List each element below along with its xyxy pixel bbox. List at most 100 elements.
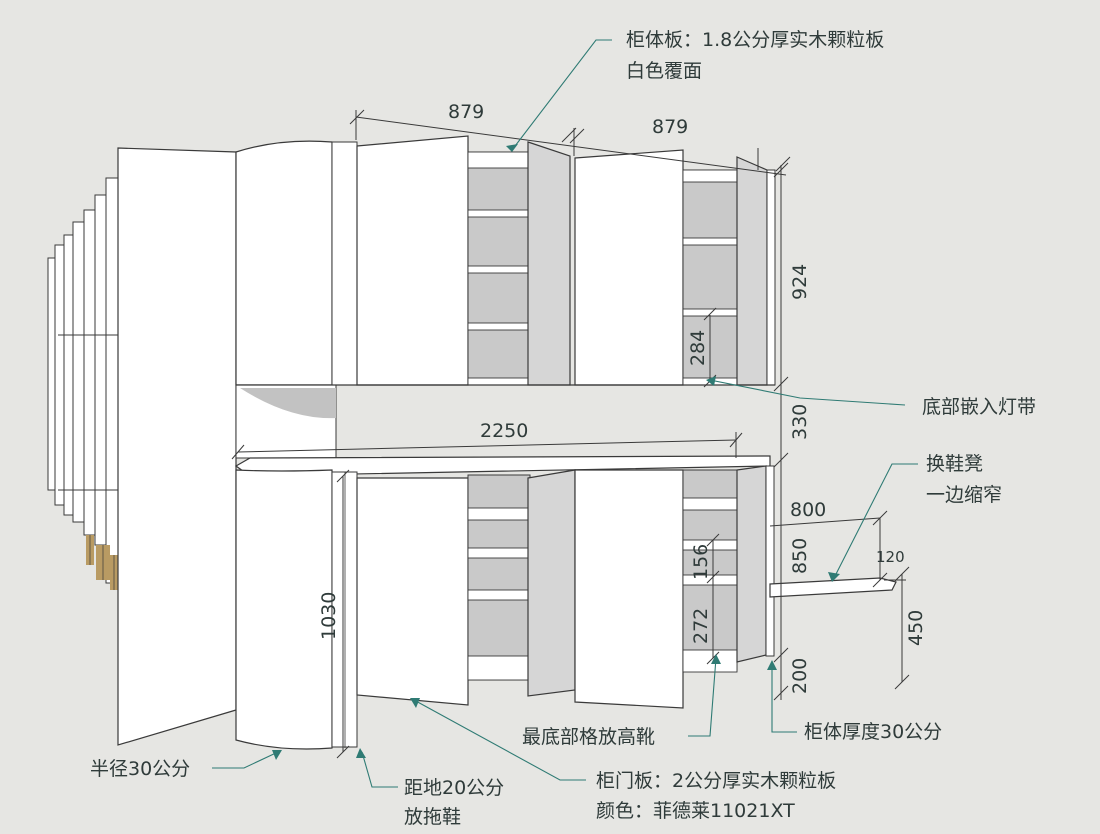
leader-depth <box>771 664 797 733</box>
arrow-head <box>711 654 721 664</box>
arrow-head <box>706 376 716 386</box>
shelf <box>682 308 738 317</box>
shoe-bench <box>769 577 897 598</box>
callout-door-line2: 颜色：菲德莱11021XT <box>596 800 795 822</box>
shelf <box>467 265 531 274</box>
dim-gap-height: 330 <box>789 404 811 440</box>
annotation-leaders <box>212 39 918 788</box>
upper-open-door-right <box>736 156 768 386</box>
callout-led-strip: 底部嵌入灯带 <box>922 396 1036 418</box>
arrow-head <box>828 572 840 582</box>
dim-tick <box>231 444 245 460</box>
upper-corner-side <box>331 141 358 386</box>
dim-tick <box>773 452 789 468</box>
upper-side-panel <box>766 169 776 386</box>
wood-edge-stripes <box>89 535 115 590</box>
dim-line-bench-width <box>769 517 881 527</box>
dim-tick <box>872 572 888 588</box>
left-panel-stack <box>47 177 121 584</box>
dim-upper-left-width: 879 <box>448 101 484 123</box>
dim-tick <box>894 566 910 582</box>
shelf <box>467 655 531 681</box>
leader-door <box>413 699 586 781</box>
dim-lower-shelf-a: 156 <box>690 544 712 580</box>
dim-tick <box>706 570 720 584</box>
callout-boots: 最底部格放高靴 <box>522 726 655 748</box>
dim-tick <box>706 651 720 665</box>
dim-tick <box>349 109 365 125</box>
callout-floor-line2: 放拖鞋 <box>404 806 461 828</box>
dim-tick <box>773 162 789 178</box>
lower-side-panel <box>765 465 775 657</box>
dim-tick <box>336 469 350 483</box>
arrow-head <box>767 660 777 670</box>
dim-lower-height: 850 <box>789 538 811 574</box>
dim-upper-height: 924 <box>789 264 811 300</box>
leader-radius <box>212 751 279 769</box>
shelf <box>467 589 531 601</box>
dim-plinth: 200 <box>789 658 811 694</box>
shelf <box>467 377 531 386</box>
dim-upper-right-width: 879 <box>652 116 688 138</box>
upper-center-door <box>574 149 684 386</box>
shelf <box>682 237 738 246</box>
arrow-head <box>356 748 366 758</box>
dim-inner-shelf: 284 <box>687 330 709 366</box>
leader-led <box>709 379 906 406</box>
dim-tick <box>569 128 585 144</box>
leader-floor <box>361 751 398 788</box>
callout-floor-line1: 距地20公分 <box>404 777 504 799</box>
left-tall-door <box>117 147 237 746</box>
dim-tick <box>773 376 789 392</box>
callout-radius: 半径30公分 <box>90 758 190 780</box>
dim-tick <box>706 533 720 547</box>
dim-lower-shelf-b: 272 <box>690 608 712 644</box>
callout-bench-line2: 一边缩窄 <box>926 484 1002 506</box>
lower-left-door <box>356 477 469 706</box>
lower-corner-side <box>331 471 358 748</box>
shelf <box>467 547 531 559</box>
gap-shadow-fill <box>240 388 336 419</box>
leader-arrows <box>272 144 840 760</box>
shelf <box>467 507 531 521</box>
lower-center-door <box>574 469 684 709</box>
dim-total-width: 2250 <box>480 420 528 442</box>
dim-tick <box>894 674 910 690</box>
callout-door-line1: 柜门板：2公分厚实木颗粒板 <box>596 770 836 792</box>
dimension-lines <box>231 109 910 759</box>
lower-left-interior <box>467 474 531 681</box>
lower-left-shelves <box>467 507 531 681</box>
shelf <box>467 322 531 331</box>
lower-open-door-right <box>736 465 767 663</box>
dim-bench-height: 450 <box>905 610 927 646</box>
lower-open-door-left <box>527 469 576 697</box>
callout-bench-line1: 换鞋凳 <box>926 453 983 475</box>
upper-left-door <box>356 135 469 386</box>
arrow-head <box>506 144 518 152</box>
shelf <box>467 151 531 169</box>
shelf <box>467 209 531 218</box>
dim-bench-width: 800 <box>790 499 826 521</box>
dim-tick <box>775 156 791 172</box>
leader-boots <box>688 657 717 737</box>
lower-curved-corner <box>235 469 333 750</box>
dim-tick <box>773 685 789 701</box>
upper-curved-corner <box>235 140 333 386</box>
dim-left-height: 1030 <box>318 592 340 640</box>
dim-tick <box>773 647 789 663</box>
callout-board-line1: 柜体板：1.8公分厚实木颗粒板 <box>626 29 884 51</box>
arrow-head <box>410 698 420 708</box>
shelf <box>682 169 738 183</box>
dim-line-upper-width <box>355 116 787 176</box>
dim-tick <box>703 307 717 321</box>
callout-board-line2: 白色覆面 <box>626 60 702 82</box>
callout-cabinet-depth: 柜体厚度30公分 <box>804 721 942 743</box>
upper-open-door-left <box>527 141 571 386</box>
shelf <box>682 497 738 511</box>
dim-bench-step: 120 <box>876 548 905 566</box>
arrow-head <box>272 750 282 760</box>
leader-bench <box>833 463 918 579</box>
dim-tick <box>336 745 350 759</box>
